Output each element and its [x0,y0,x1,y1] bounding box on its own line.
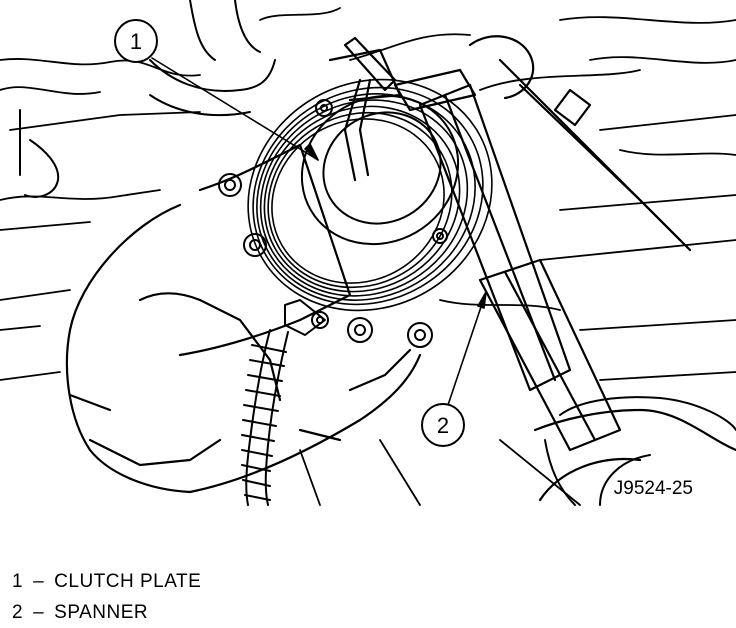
legend: 1–CLUTCH PLATE 2–SPANNER [12,566,201,628]
hand-outline [544,396,736,506]
callout-2-number: 2 [437,413,449,438]
legend-item-1-separator: – [33,571,45,592]
legend-item-1-number: 1 [12,571,24,592]
callout-1-number: 1 [130,29,142,54]
callout-leaders [151,57,487,406]
legend-item-1-label: CLUTCH PLATE [54,571,202,592]
figure-id: J9524-25 [614,478,693,499]
engine-background [0,7,736,506]
hose-bundle [19,0,276,198]
clutch-plate [300,94,460,246]
callout-1: 1 [114,19,158,63]
compressor-body [65,143,422,494]
wire-connector [241,299,326,506]
legend-item-2: 2–SPANNER [12,597,201,628]
legend-item-2-label: SPANNER [54,602,149,623]
legend-item-1: 1–CLUTCH PLATE [12,566,201,597]
compressor-illustration: 1 2 J9524-25 [0,0,736,506]
callout-2: 2 [421,403,465,447]
extension-bar [478,258,736,502]
mounting-bolts [218,173,433,348]
legend-item-2-separator: – [33,602,45,623]
legend-item-2-number: 2 [12,602,24,623]
